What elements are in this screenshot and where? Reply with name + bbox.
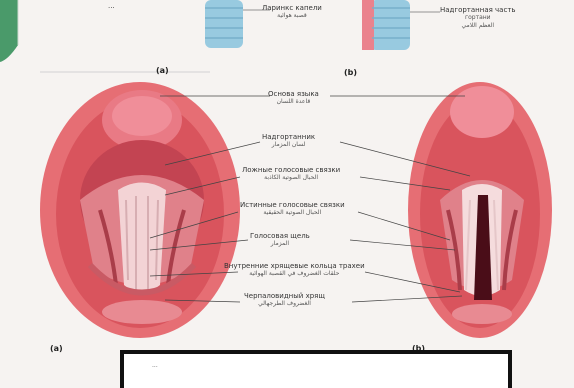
top-panel-b-label: (b) (344, 68, 357, 77)
bottom-panel-a-label: (a) (50, 344, 63, 353)
larynx-closed-view (408, 82, 552, 338)
green-side-tab (0, 0, 18, 62)
bottom-caption-box: ... (120, 350, 512, 388)
top-left-caption: ... (108, 2, 115, 10)
top-right-caption: Надгортанная часть гортани العظم اللامي (440, 6, 516, 30)
top-panel-a-label: (a) (156, 66, 169, 75)
bottom-box-text: ... (152, 362, 158, 369)
larynx-open-view (40, 82, 240, 338)
top-mid-caption: Ларинкс капели قصبة هوائية (262, 4, 322, 20)
top-trachea-illustrations (40, 0, 440, 72)
